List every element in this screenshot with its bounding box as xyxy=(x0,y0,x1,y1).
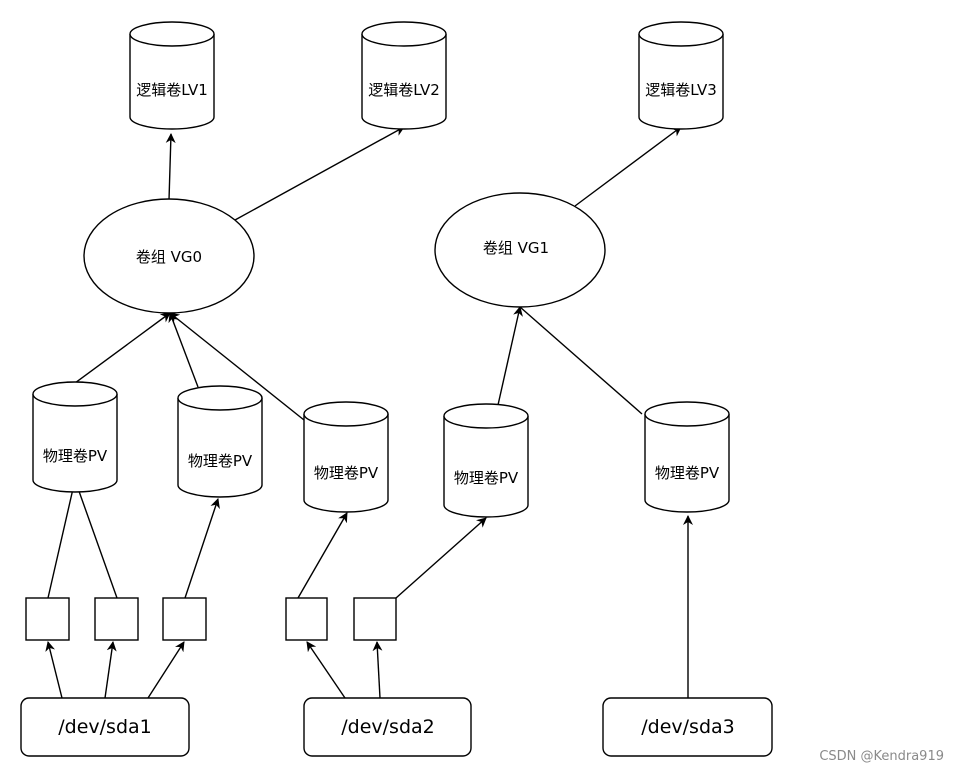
pv5-label: 物理卷PV xyxy=(655,464,720,482)
logical-volume-lv2: 逻辑卷LV2 xyxy=(361,21,447,130)
lv1-label: 逻辑卷LV1 xyxy=(136,81,208,99)
arrow-sda1-part2 xyxy=(104,641,117,699)
partition-box xyxy=(162,597,207,641)
arrow-part5-pv4 xyxy=(395,517,487,599)
arrow-part2-pv1 xyxy=(74,479,118,599)
physical-volume-pv2: 物理卷PV xyxy=(177,385,263,498)
arrow-sda1-part1 xyxy=(45,641,63,699)
arrow-pv2-vg0 xyxy=(168,312,199,388)
arrow-sda2-part5 xyxy=(372,641,383,699)
physical-volume-pv3: 物理卷PV xyxy=(303,401,389,513)
connectors xyxy=(45,126,693,699)
sda1-label: /dev/sda1 xyxy=(58,716,152,738)
partition-box xyxy=(94,597,139,641)
lv3-label: 逻辑卷LV3 xyxy=(645,81,717,99)
lv2-label: 逻辑卷LV2 xyxy=(368,81,440,99)
pv3-label: 物理卷PV xyxy=(314,464,379,482)
pv4-label: 物理卷PV xyxy=(454,469,519,487)
volume-group-vg0: 卷组 VG0 xyxy=(83,198,255,314)
partition-box xyxy=(353,597,397,641)
arrow-part3-pv2 xyxy=(184,498,220,599)
sda3-label: /dev/sda3 xyxy=(641,716,735,738)
physical-volume-pv4: 物理卷PV xyxy=(443,403,529,518)
arrow-pv3-vg0 xyxy=(169,312,305,421)
vg1-label: 卷组 VG1 xyxy=(483,239,549,257)
arrow-vg0-lv1 xyxy=(165,133,176,201)
physical-volume-pv5: 物理卷PV xyxy=(644,401,730,513)
arrow-part1-pv1 xyxy=(47,479,78,599)
arrow-pv1-vg0 xyxy=(74,312,171,384)
vg0-label: 卷组 VG0 xyxy=(136,248,202,266)
device-sda1: /dev/sda1 xyxy=(20,697,190,757)
arrow-part4-pv3 xyxy=(297,512,348,599)
partition-box xyxy=(285,597,328,641)
arrow-pv4-vg1 xyxy=(497,306,523,406)
physical-volume-pv1: 物理卷PV xyxy=(32,381,118,493)
arrow-sda1-part3 xyxy=(147,641,185,699)
pv1-label: 物理卷PV xyxy=(43,447,108,465)
watermark-text: CSDN @Kendra919 xyxy=(819,749,944,764)
sda2-label: /dev/sda2 xyxy=(341,716,435,738)
device-sda2: /dev/sda2 xyxy=(303,697,472,757)
volume-group-vg1: 卷组 VG1 xyxy=(434,192,606,308)
arrow-pv5-vg1 xyxy=(519,306,643,415)
arrow-sda2-part4 xyxy=(306,641,346,699)
logical-volume-lv1: 逻辑卷LV1 xyxy=(129,21,215,130)
logical-volume-lv3: 逻辑卷LV3 xyxy=(638,21,724,130)
partitions xyxy=(25,597,397,641)
partition-box xyxy=(25,597,70,641)
arrow-vg0-lv2 xyxy=(234,126,405,221)
device-sda3: /dev/sda3 xyxy=(602,697,773,757)
arrow-vg1-lv3 xyxy=(574,126,682,207)
pv2-label: 物理卷PV xyxy=(188,452,253,470)
